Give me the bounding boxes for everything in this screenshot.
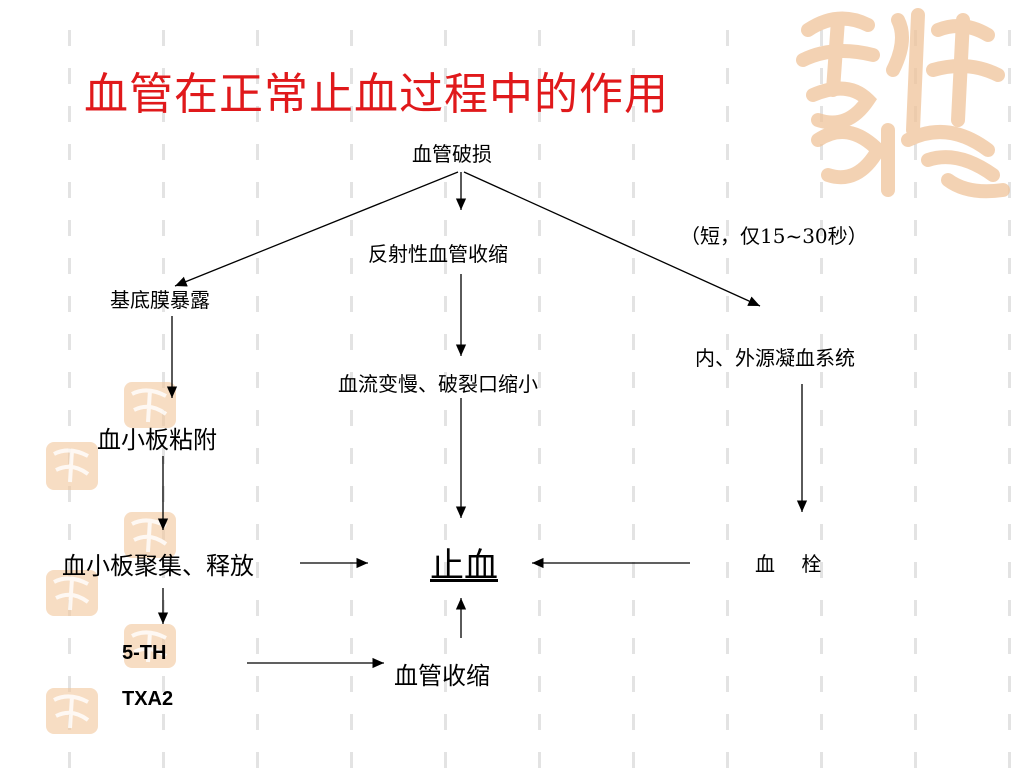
node-coag-system: 内、外源凝血系统	[695, 346, 855, 370]
bg-stripe	[68, 30, 71, 768]
node-flow-slow: 血流变慢、破裂口缩小	[338, 372, 538, 396]
node-vasoconstriction: 血管收缩	[394, 662, 490, 690]
node-thrombus: 血 栓	[755, 552, 822, 576]
seal-logo-small	[124, 624, 176, 668]
page-title: 血管在正常止血过程中的作用	[84, 69, 669, 120]
bg-stripe	[1008, 30, 1011, 768]
bg-stripe	[820, 30, 823, 768]
node-txa2: TXA2	[122, 688, 174, 710]
bg-stripe	[350, 30, 353, 768]
bg-stripe	[538, 30, 541, 768]
bg-stripe	[632, 30, 635, 768]
node-hemostasis: 止血	[430, 546, 498, 586]
seal-logo-small	[46, 570, 98, 616]
bg-stripe	[914, 30, 917, 768]
seal-logo-small	[124, 382, 176, 428]
node-5th: 5-TH	[122, 642, 167, 664]
arrow-damage-to-basement	[174, 171, 459, 287]
node-vessel-damage: 血管破损	[412, 142, 492, 166]
bg-stripe	[444, 30, 447, 768]
node-platelet-adhesion: 血小板粘附	[97, 426, 217, 454]
seal-logo-small	[46, 688, 98, 734]
node-basement-exposed: 基底膜暴露	[110, 288, 210, 312]
seal-logo-large	[796, 8, 1010, 199]
bg-stripe	[256, 30, 259, 768]
node-reflex-contraction: 反射性血管收缩	[368, 242, 508, 266]
arrow-damage-to-coag	[463, 171, 761, 307]
seal-logo-small	[46, 442, 98, 490]
bg-stripe	[726, 30, 729, 768]
node-duration-note: （短，仅15~30秒）	[680, 224, 868, 248]
node-platelet-aggregation: 血小板聚集、释放	[62, 552, 254, 580]
